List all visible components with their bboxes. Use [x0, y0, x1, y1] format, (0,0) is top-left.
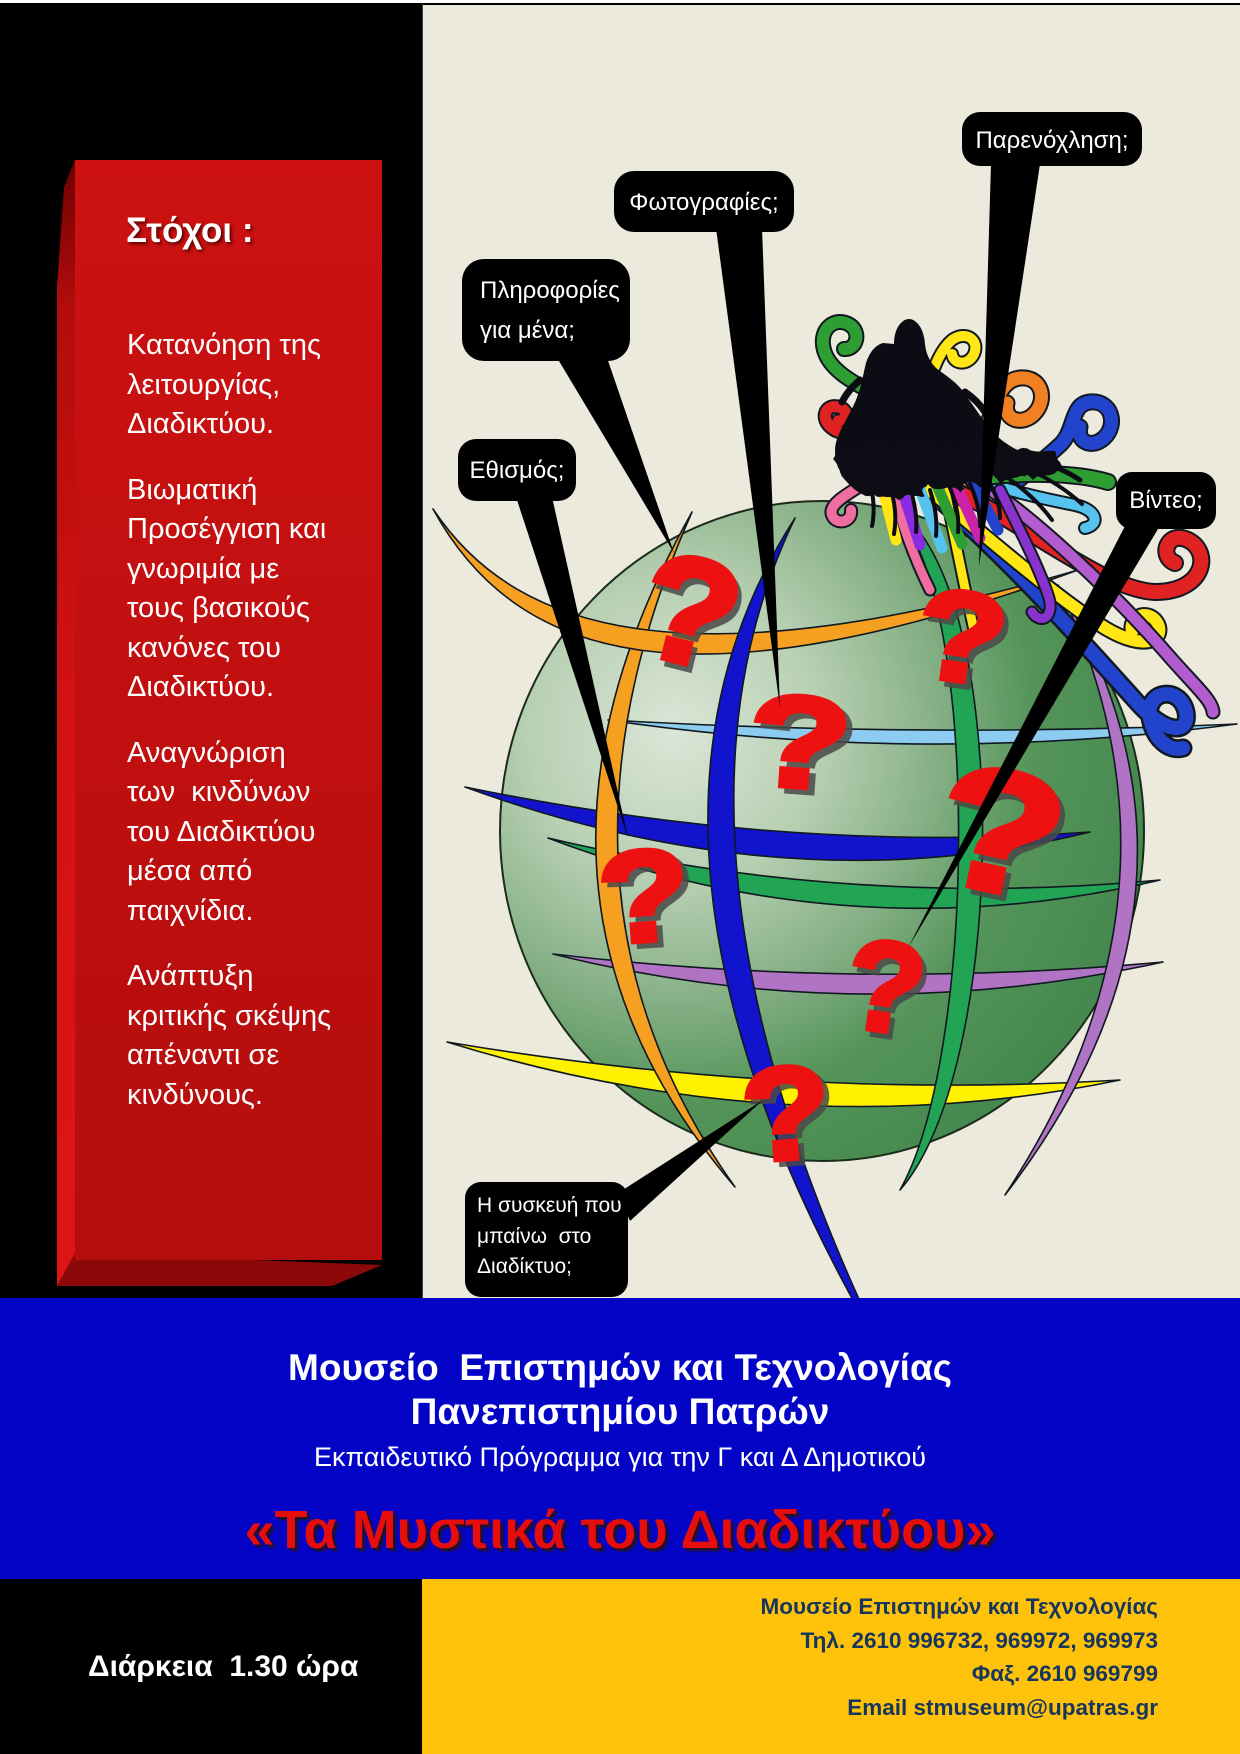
svg-text:?: ?: [743, 1042, 842, 1195]
svg-text:?: ?: [594, 820, 695, 972]
svg-text:Πληροφορίες: Πληροφορίες: [480, 277, 620, 304]
svg-text:Παρενόχληση;: Παρενόχληση;: [975, 127, 1128, 154]
svg-text:Βίντεο;: Βίντεο;: [1129, 487, 1203, 514]
svg-text:Εθισμός;: Εθισμός;: [470, 457, 565, 484]
svg-text:?: ?: [600, 825, 701, 977]
svg-text:?: ?: [912, 566, 1021, 720]
svg-text:Φωτογραφίες;: Φωτογραφίες;: [629, 189, 778, 216]
svg-text:μπαίνω στο: μπαίνω στο: [477, 1225, 591, 1248]
svg-text:?: ?: [749, 672, 862, 824]
svg-text:?: ?: [737, 1037, 836, 1190]
svg-text:Διαδίκτυο;: Διαδίκτυο;: [477, 1255, 572, 1278]
svg-text:Η συσκευή που: Η συσκευή που: [477, 1194, 622, 1217]
svg-text:?: ?: [743, 666, 856, 818]
svg-text:για μένα;: για μένα;: [480, 317, 575, 344]
